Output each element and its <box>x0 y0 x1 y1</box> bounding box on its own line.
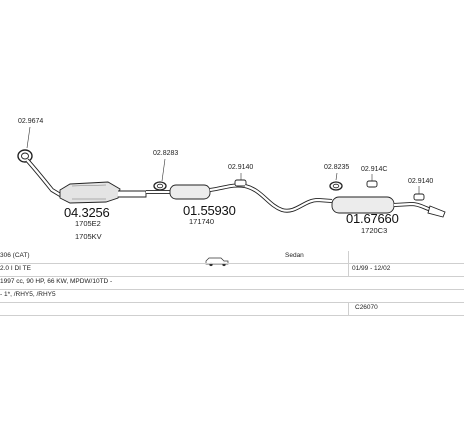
rear-clamp-ring <box>329 181 343 191</box>
front-clamp-ring <box>153 181 167 191</box>
connecting-pipe <box>244 184 333 213</box>
info-row-engine-codes: - 1*, /RHY5, /RHY5 <box>0 290 464 303</box>
part-number-p3: 02.8283 <box>153 150 179 157</box>
part-sub-p2-a: 1705E2 <box>75 219 101 228</box>
part-sub-p5: 171740 <box>189 217 215 226</box>
info-years: 01/99 - 12/02 <box>352 265 391 272</box>
leader-p1 <box>26 126 31 149</box>
part-number-p1: 02.9674 <box>18 118 44 125</box>
hanger-p8 <box>413 193 425 201</box>
leader-p3 <box>161 158 166 182</box>
part-number-p4: 02.9140 <box>228 164 254 171</box>
tailpipe <box>427 205 446 218</box>
info-row-model: 306 (CAT) Sedan <box>0 251 464 264</box>
part-number-p7: 02.914C <box>361 166 388 173</box>
part-number-p8: 02.9140 <box>408 178 434 185</box>
info-row-code: C26070 <box>0 303 464 316</box>
front-flange-gasket <box>17 149 33 163</box>
front-pipe-catalyst <box>25 158 147 204</box>
part-sub-p9: 1720C3 <box>361 226 388 235</box>
part-number-p2: 04.3256 <box>64 205 110 220</box>
part-sub-p2-b: 1705KV <box>75 232 102 241</box>
info-specs: 1997 cc, 90 HP, 66 KW, MPDW/10TD - <box>0 278 113 285</box>
info-row-engine: 2.0 I DI TE 01/99 - 12/02 <box>0 264 464 277</box>
info-model: 306 (CAT) <box>0 252 30 259</box>
leader-p6 <box>335 172 338 181</box>
info-code: C26070 <box>355 304 378 311</box>
vehicle-info-table: 306 (CAT) Sedan 2.0 I DI TE 01/99 - 12/0… <box>0 251 464 325</box>
part-number-p5: 01.55930 <box>183 203 236 218</box>
info-engine-codes: - 1*, /RHY5, /RHY5 <box>0 291 56 298</box>
info-body: Sedan <box>285 252 304 259</box>
hanger-p4 <box>234 179 247 187</box>
hanger-p7 <box>366 180 378 188</box>
info-row-specs: 1997 cc, 90 HP, 66 KW, MPDW/10TD - <box>0 277 464 290</box>
part-number-p9: 01.67660 <box>346 211 399 226</box>
part-number-p6: 02.8235 <box>324 164 350 171</box>
leader-lines <box>26 126 420 194</box>
info-engine: 2.0 I DI TE <box>0 265 31 272</box>
